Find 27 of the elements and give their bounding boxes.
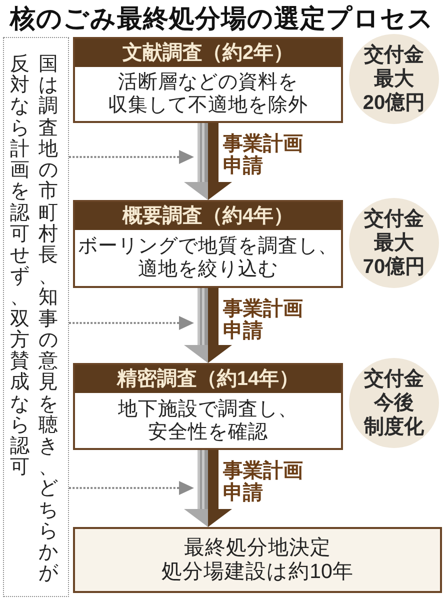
process-arrow xyxy=(184,450,232,527)
step-header: 概要調査（約4年） xyxy=(75,202,341,230)
step-header: 精密調査（約14年） xyxy=(75,365,341,393)
result-text: 処分場建設は約10年 xyxy=(162,560,354,584)
step-header: 文献調査（約2年） xyxy=(75,39,341,67)
edge-label: 事業計画申請 xyxy=(223,460,303,504)
process-arrow xyxy=(184,123,232,200)
process-box xyxy=(73,37,343,123)
subsidy-text: 交付金最大70億円 xyxy=(362,207,426,279)
subsidy-text: 交付金今後制度化 xyxy=(364,367,424,439)
process-box xyxy=(73,200,343,288)
edge-label: 事業計画申請 xyxy=(223,133,303,177)
dotted-arrow xyxy=(69,481,194,495)
step-description: 地下施設で調査し、安全性を確認 xyxy=(118,398,298,444)
result-text: 最終処分地決定 xyxy=(184,536,331,560)
diagram-title: 核のごみ最終処分場の選定プロセス xyxy=(8,4,435,35)
result-box xyxy=(73,527,442,593)
note-box xyxy=(3,37,69,597)
subsidy-text: 交付金最大20億円 xyxy=(362,43,426,115)
step-description: ボーリングで地質を調査し、適地を絞り込む xyxy=(78,235,338,281)
step-description: 活断層などの資料を収集して不適地を除外 xyxy=(108,71,308,117)
process-arrow xyxy=(184,288,232,363)
dotted-arrow xyxy=(69,316,194,330)
edge-label: 事業計画申請 xyxy=(223,298,303,342)
process-box xyxy=(73,363,343,450)
note-text: 国は調査地の市町村長、知事の意見を聴き、どちらかが反対なら計画を認可せず、双方賛成なら認可 xyxy=(10,54,58,586)
dotted-arrow xyxy=(69,150,194,164)
